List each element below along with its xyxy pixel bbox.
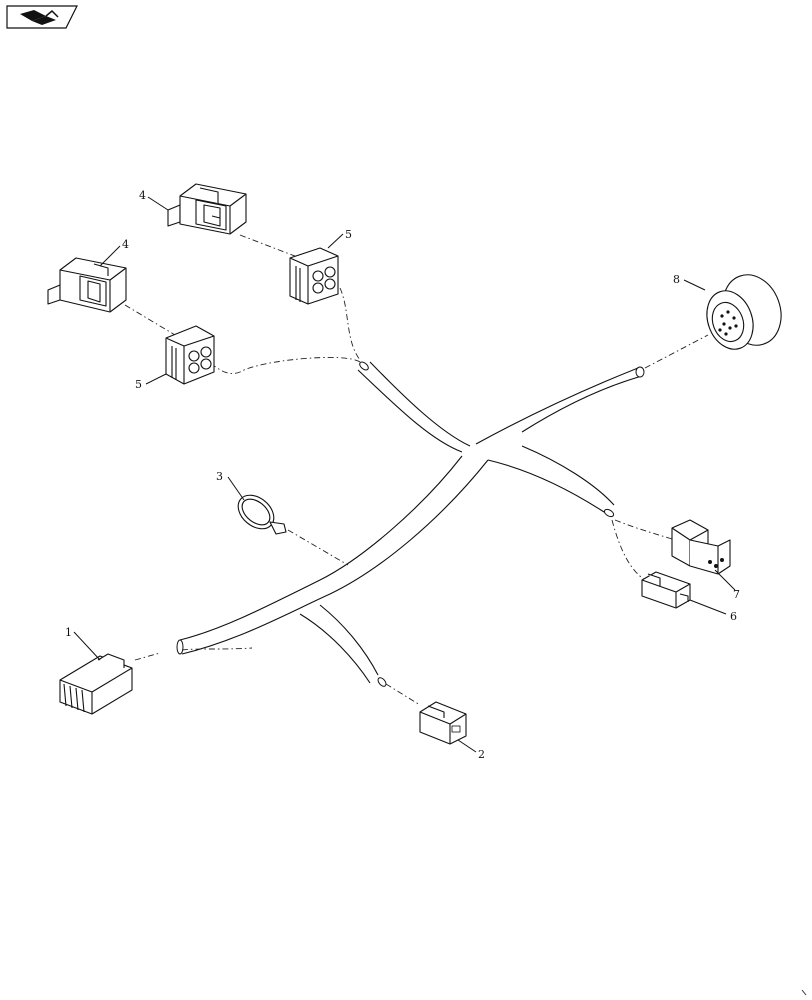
callout-3: 3	[216, 470, 223, 483]
callout-8: 8	[673, 273, 680, 286]
cable-clamp-3	[237, 494, 287, 535]
connector-2	[419, 701, 467, 745]
callout-labels: 4 4 5 5 8 3 1 7 6 2	[65, 189, 740, 761]
connector-5-upper	[289, 247, 339, 305]
callout-1: 1	[65, 626, 72, 639]
callout-5-upper: 5	[345, 228, 352, 241]
relay-socket-lower	[47, 257, 127, 313]
page-turn-icon	[20, 9, 59, 25]
callout-2: 2	[478, 748, 485, 761]
connector-1	[59, 653, 133, 715]
harness-trunk	[176, 361, 645, 687]
leader-lines	[73, 196, 736, 753]
nav-badge[interactable]	[6, 5, 78, 29]
connector-6	[641, 571, 691, 609]
connector-7	[671, 519, 731, 575]
callout-5-lower: 5	[135, 378, 142, 391]
connector-5-lower	[165, 325, 215, 385]
corner-mark	[801, 989, 807, 996]
routing-lines	[124, 234, 709, 706]
round-connector-8	[706, 274, 782, 350]
callout-4-lower: 4	[122, 238, 129, 251]
callout-6: 6	[730, 610, 737, 623]
callout-7: 7	[733, 588, 740, 601]
relay-socket-upper	[167, 183, 247, 235]
callout-4-upper: 4	[139, 189, 146, 202]
